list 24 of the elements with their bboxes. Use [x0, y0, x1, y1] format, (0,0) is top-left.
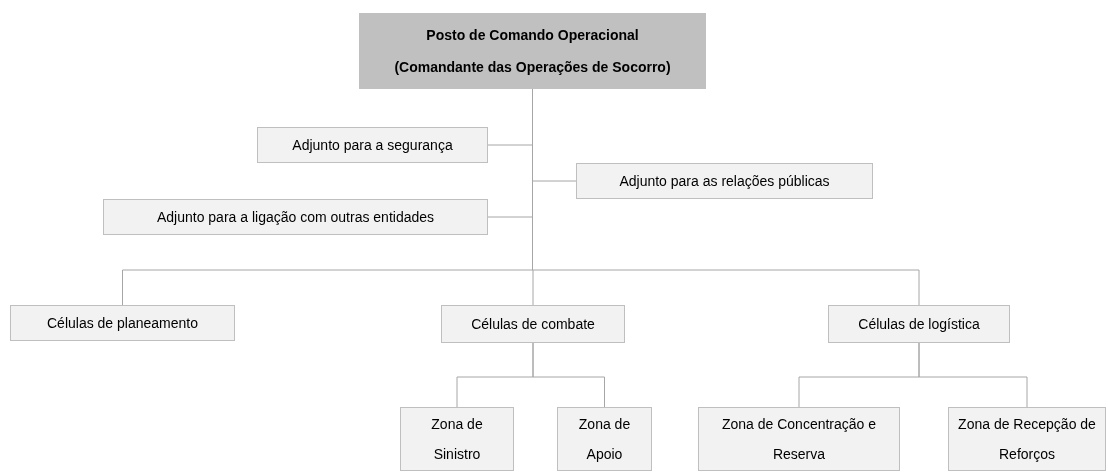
box-label: Adjunto para a ligação com outras entidades	[156, 208, 435, 226]
org-box	[441, 305, 625, 343]
box-label: Células de logística	[858, 315, 980, 333]
box-label: Células de planeamento	[47, 314, 198, 332]
box-label: Zona de Recepção de Reforços	[957, 415, 1097, 464]
box-label: Adjunto para a segurança	[292, 136, 453, 154]
box-label: Zona de Sinistro	[430, 415, 484, 464]
connector-line	[918, 342, 1028, 408]
box-label: Zona de Concentração e Reserva	[720, 415, 878, 464]
zone-box	[948, 407, 1106, 471]
box-label: Células de combate	[471, 315, 595, 333]
connector-line	[532, 342, 605, 408]
zone-box	[557, 407, 652, 471]
org-box	[828, 305, 1010, 343]
box-label: Zona de Apoio	[577, 415, 632, 464]
org-box	[576, 163, 873, 199]
org-box	[257, 127, 488, 163]
org-box	[10, 305, 235, 341]
org-box	[103, 199, 488, 235]
zone-box	[400, 407, 514, 471]
box-label: Posto de Comando Operacional (Comandante das Operações de Socorro)	[393, 26, 672, 77]
box-label: Adjunto para as relações públicas	[619, 172, 830, 190]
zone-box	[698, 407, 900, 471]
command-post-box	[359, 13, 706, 89]
